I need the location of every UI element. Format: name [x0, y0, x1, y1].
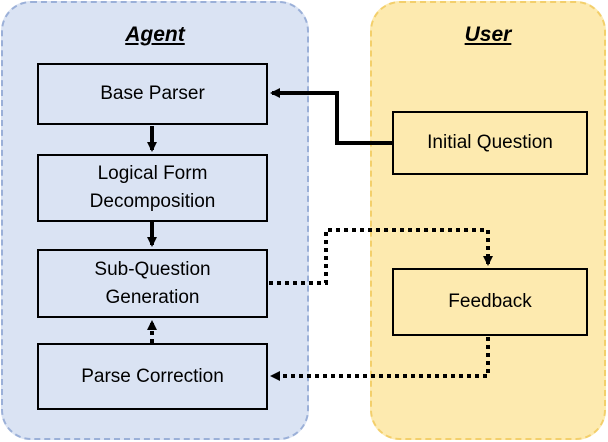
agent-panel-title: Agent: [125, 23, 185, 46]
feedback-node: Feedback: [392, 268, 588, 336]
user-panel-title: User: [464, 23, 512, 46]
logical-form-decomposition-node: Logical Form Decomposition: [37, 154, 268, 222]
initial-question-node: Initial Question: [392, 111, 588, 175]
user-panel: User: [370, 1, 606, 440]
sub-question-generation-node: Sub-Question Generation: [37, 249, 268, 318]
base-parser-node: Base Parser: [37, 63, 268, 125]
parse-correction-node: Parse Correction: [37, 343, 268, 410]
